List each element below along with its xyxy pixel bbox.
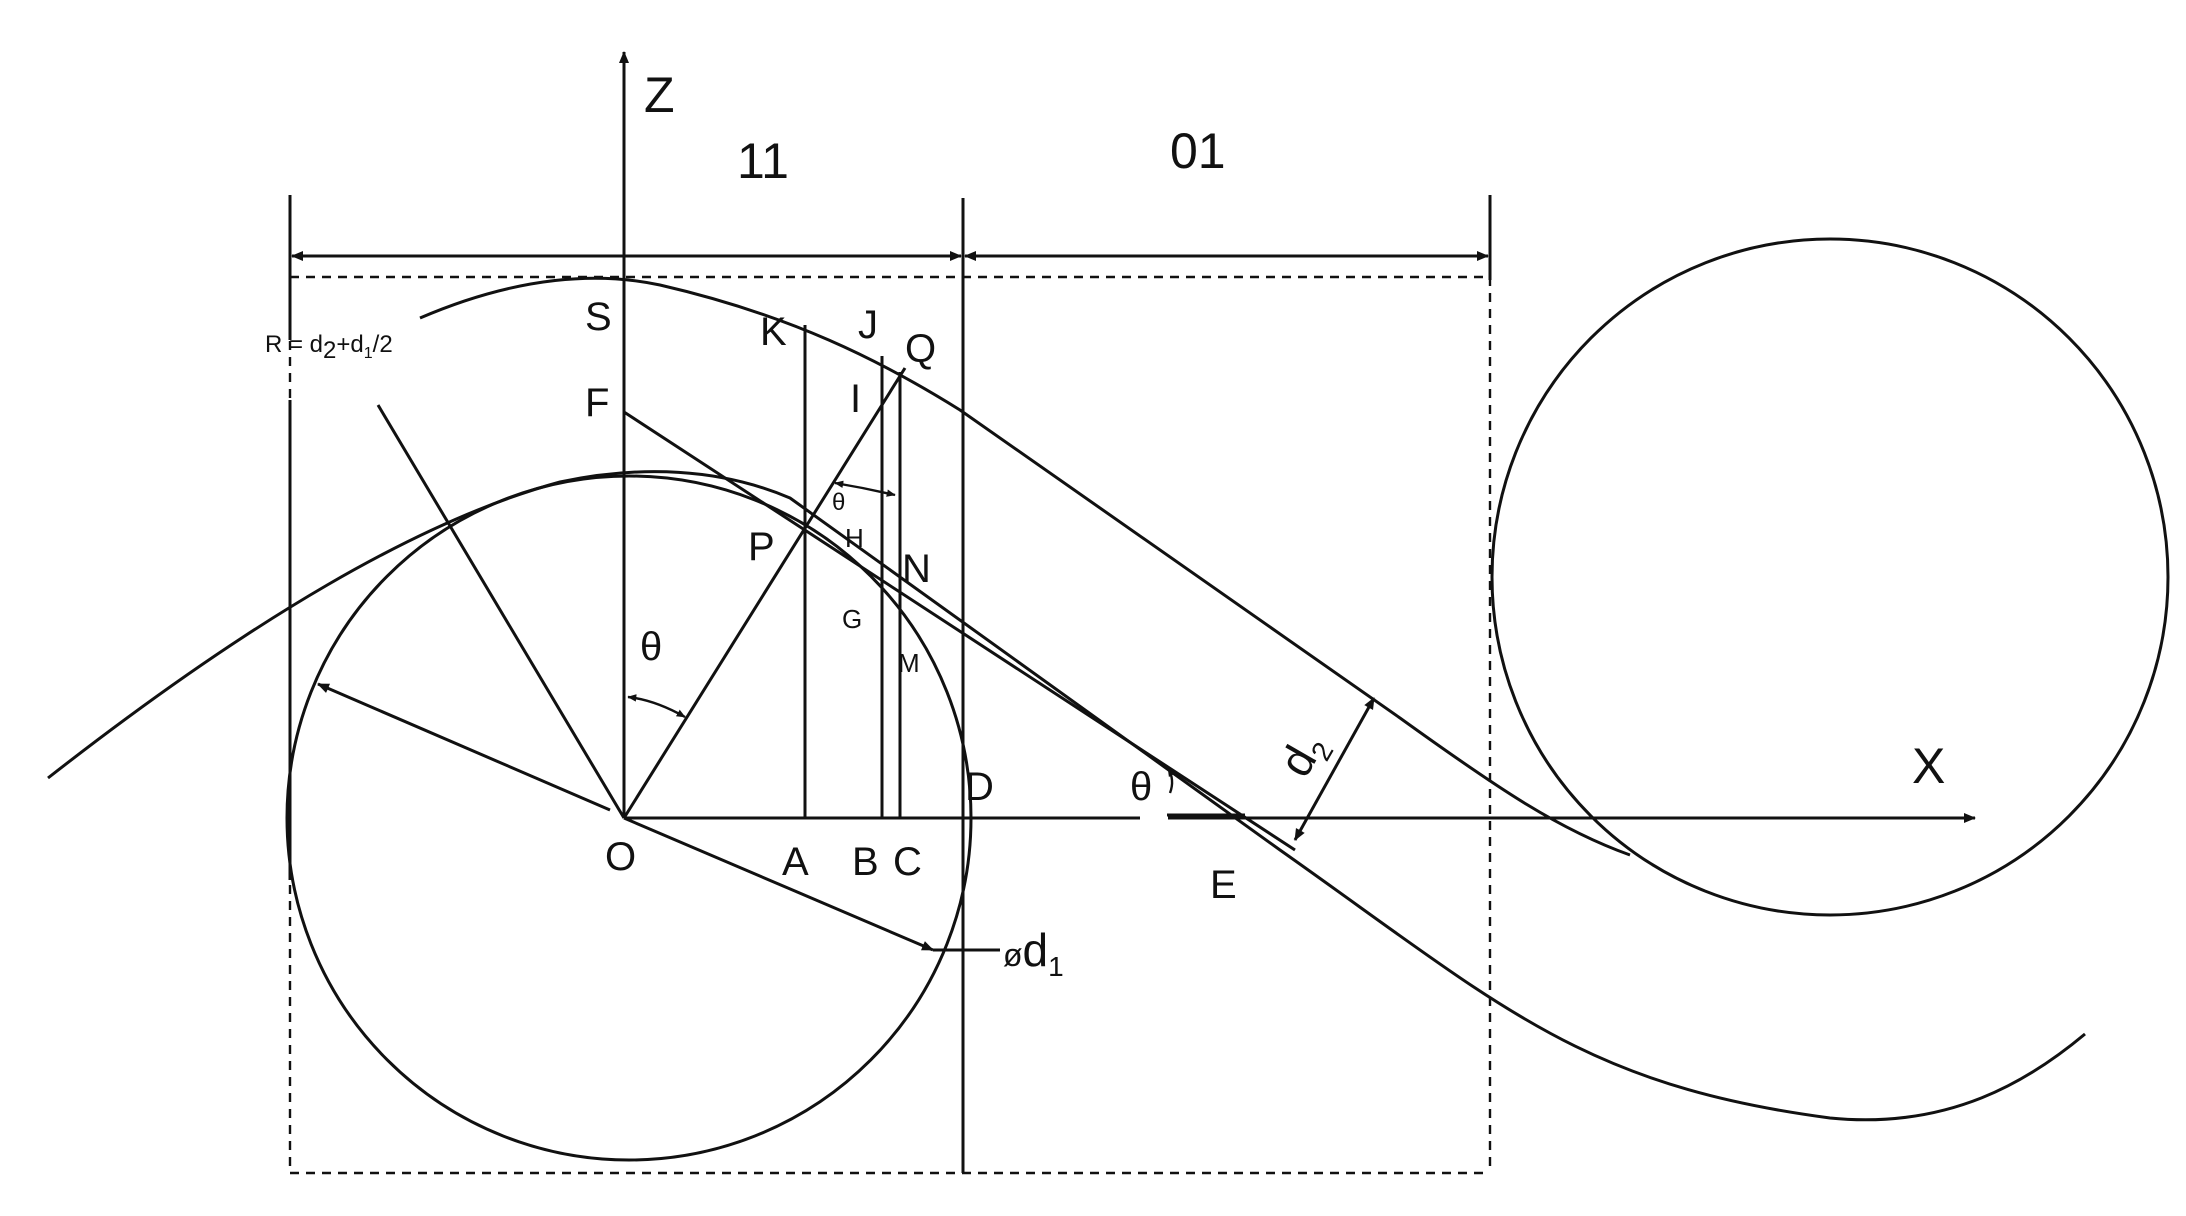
point-label-M: M	[898, 648, 920, 678]
offset-curve	[419, 276, 1631, 857]
point-label-C: C	[893, 840, 922, 884]
theta-arc-P	[834, 480, 896, 497]
point-label-K: K	[760, 310, 787, 354]
line-diameter-left	[317, 682, 611, 812]
point-label-E: E	[1210, 863, 1237, 907]
point-label-J: J	[858, 303, 878, 347]
circle-left	[285, 474, 973, 1162]
line-O-R	[376, 404, 626, 819]
point-label-F: F	[585, 381, 609, 425]
diameter-annotation: ød1	[1003, 924, 1064, 982]
z-axis-label: Z	[644, 67, 675, 123]
point-label-I: I	[850, 377, 861, 421]
point-label-A: A	[782, 840, 809, 884]
point-label-B: B	[852, 840, 879, 884]
theta-label-E: θ	[1130, 765, 1152, 809]
theta-label-P: θ	[832, 489, 845, 516]
line-O-P-Q	[622, 367, 907, 819]
region-label-right: 01	[1170, 123, 1226, 179]
labels: Z X 11 01 S K J Q F I P H N G M D O A B …	[265, 67, 1945, 982]
point-label-S: S	[585, 295, 612, 339]
point-label-N: N	[902, 547, 931, 591]
point-label-G: G	[842, 604, 862, 634]
d2-thickness-arrow	[1293, 697, 1376, 841]
boundary-lines	[288, 195, 1492, 1173]
radius-annotation: R = d2+d1/2	[265, 331, 393, 364]
theta-arc-E	[1166, 767, 1176, 794]
construction-lines	[317, 325, 1296, 952]
line-F-E	[623, 410, 1296, 852]
point-label-H: H	[845, 523, 864, 553]
point-label-O: O	[605, 835, 636, 879]
region-label-left: 11	[737, 133, 789, 189]
circle-right	[1490, 237, 2170, 917]
wavy-curve	[47, 470, 2086, 1122]
line-O-diameter	[623, 816, 934, 952]
point-label-D: D	[965, 765, 994, 809]
axes	[619, 51, 1976, 823]
angle-markers	[627, 480, 1376, 841]
theta-arc-O	[627, 694, 686, 719]
x-axis-label: X	[1912, 738, 1945, 794]
point-label-P: P	[748, 525, 775, 569]
point-label-Q: Q	[905, 327, 936, 371]
theta-label-O: θ	[640, 625, 662, 669]
